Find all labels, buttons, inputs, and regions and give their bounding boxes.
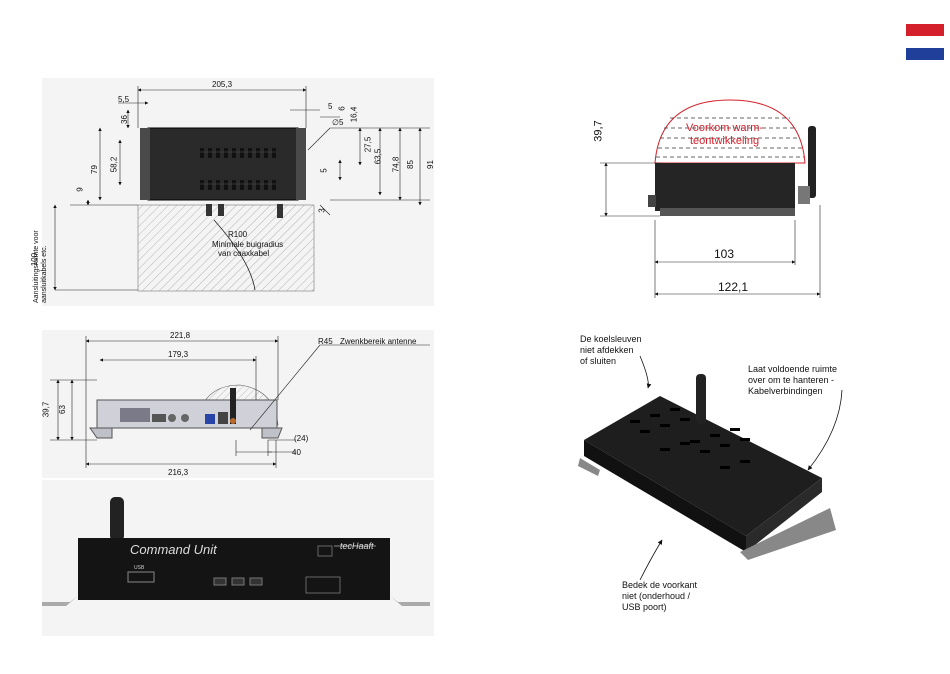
dim-216-3: 216,3 [168,468,189,477]
dim-85: 85 [405,160,415,169]
note-vents-1: De koelsleuven [580,334,642,344]
mid-left-drawing [42,330,434,478]
warning-line-2: teontwikkeling [690,135,760,147]
radius-note-2: van coaxkabel [218,249,270,258]
width-103: 103 [714,247,735,261]
dim-63-5: 63,5 [373,148,383,165]
radius-note-1: Minimale buigradius [212,240,284,249]
warning-line-1: Voorkom warm- [686,122,764,134]
heat-zone [654,99,806,164]
dim-9: 9 [75,187,85,192]
note-front: Bedek de voorkant niet (onderhoud / USB … [622,580,697,613]
note-space-2: over om te hanteren - [748,375,835,385]
flag-blue-stripe [906,48,944,60]
front-panel [78,538,390,600]
note-vents: De koelsleuven niet afdekken of sluiten [580,334,642,367]
dim-79: 79 [89,165,99,174]
note-vents-2: niet afdekken [580,345,634,355]
device-side-view [655,163,795,211]
note-front-2: niet (onderhoud / [622,591,691,601]
flag-white-stripe [906,36,944,48]
dim-36: 36 [119,115,129,124]
dim-40: 40 [292,448,301,457]
dim-r6: 6 [337,106,347,111]
dutch-flag-icon [906,24,944,60]
iso-device-photo [578,355,843,581]
note-front-3: USB poort) [622,602,667,612]
dim-39-7: 39,7 [41,401,51,418]
top-right-drawing [600,99,821,298]
connection-space-note: Aansluitingsruimte voor aansluitkabels e… [33,230,48,303]
r45-note: Zwenkbereik antenne [340,337,417,346]
width-122-1: 122,1 [718,280,749,294]
dim-74-8: 74,8 [391,156,401,173]
height-39-7: 39,7 [592,120,605,142]
dim-91: 91 [425,160,435,169]
note-front-1: Bedek de voorkant [622,580,698,590]
iso-antenna [696,374,706,424]
top-left-drawing [42,78,434,306]
dim-width-total: 205,3 [212,80,233,89]
dim-r16-4: 16,4 [349,106,359,123]
dim-58-2: 58,2 [109,156,119,173]
note-space-1: Laat voldoende ruimte [748,364,838,374]
dim-r5b: 5 [319,168,329,173]
front-view-drawing [42,480,434,636]
dim-27-5: 27,5 [363,136,373,153]
dim-r5: 5 [328,102,333,111]
note-vents-3: of sluiten [580,356,617,366]
radius-label: R100 [228,230,248,239]
front-antenna [110,497,124,541]
dim-179-3: 179,3 [168,350,189,359]
dim-221-8: 221,8 [170,331,191,340]
dim-24: (24) [294,434,309,443]
dim-dia5: ∅5 [332,118,344,127]
r45-label: R45 [318,337,333,346]
note-space: Laat voldoende ruimte over om te hantere… [748,364,837,397]
note-space-3: Kabelverbindingen [748,386,823,396]
hatched-mounting-area [137,204,315,292]
flag-red-stripe [906,24,944,36]
dim-63: 63 [57,405,67,414]
device-title: Command Unit [130,542,217,557]
brand-logo: tecHaaft [340,541,374,551]
dim-3: 3 [317,208,327,213]
usb-label: USB [134,565,145,571]
antenna [808,126,816,198]
dim-left-small: 5,5 [118,95,130,104]
